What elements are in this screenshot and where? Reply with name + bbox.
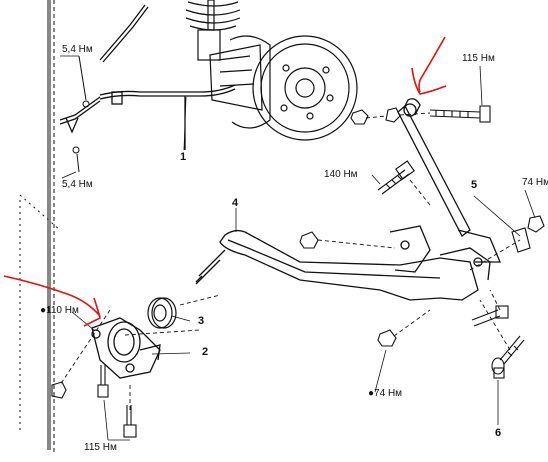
callout-6: 6 [495,427,502,439]
clip-upper [78,55,90,108]
trailing-arm [195,225,491,301]
torque-label-bracket-bolt: ●110 Нм [40,305,79,316]
torque-label-clip-upper: 5,4 Нм [62,44,93,55]
bolt-six [491,335,525,379]
brake-line [59,4,236,150]
coil-spring [185,0,241,61]
body-panel [19,0,61,455]
bushing-bolts [51,365,137,438]
red-annotation-top [411,36,447,95]
callout-4: 4 [232,197,239,209]
callout-2: 2 [202,346,209,358]
callout-1: 1 [180,151,187,163]
nut-left-mid [299,231,319,249]
right-nut [511,215,545,253]
assembly-lines [59,112,521,410]
torque-label-upper-bolt: 115 Нм [462,53,495,64]
red-annotation-left [3,275,101,327]
torque-label-mid-bolt: 140 Нм [324,169,358,180]
leader-lines [60,55,536,441]
torque-label-lower-nut: ●74 Нм [368,388,403,399]
wheel-hub [209,35,358,141]
callout-3: 3 [198,315,205,327]
torque-label-bushing-bolt: 115 Нм [84,442,117,453]
mid-bolt [377,160,415,195]
torque-label-right-nut: 74 Нм [522,177,548,188]
callout-5: 5 [471,179,478,191]
lower-nut [377,329,397,347]
upper-bolt [350,105,491,125]
upper-link [397,98,501,263]
washer [147,297,177,329]
torque-label-clip-lower: 5,4 Нм [62,179,93,190]
rear-bolt [471,305,509,327]
clip-lower [72,146,80,173]
bushing-bracket [91,317,161,379]
